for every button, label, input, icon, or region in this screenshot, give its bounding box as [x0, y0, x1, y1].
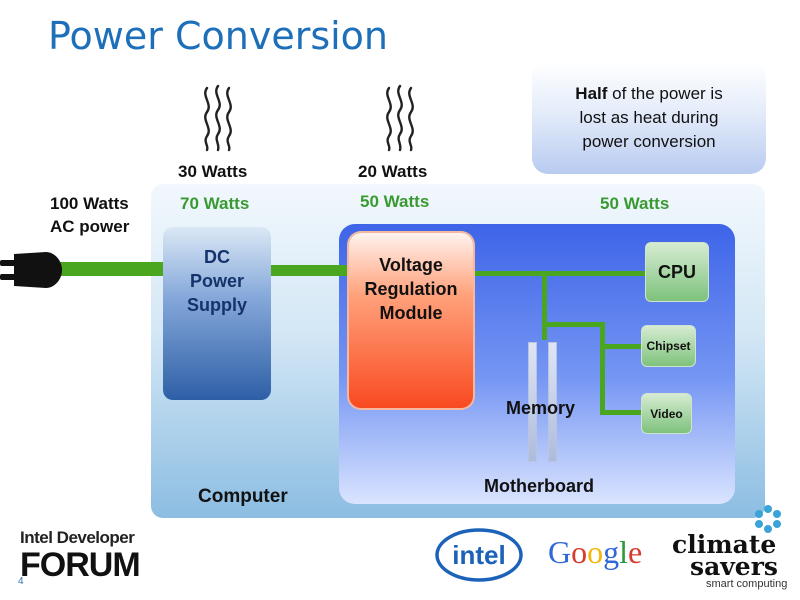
heat-waves-icon	[386, 84, 414, 152]
callout-line-1: Half of the power is	[575, 82, 722, 106]
memory-stick	[548, 342, 557, 462]
callout-line-3: power conversion	[582, 132, 716, 151]
google-letter: e	[628, 534, 643, 570]
intel-logo-text: intel	[452, 540, 505, 570]
input-watts: 100 Watts	[50, 194, 129, 213]
vrm-output-watts: 50 Watts	[360, 192, 430, 211]
google-letter: G	[548, 534, 572, 570]
power-plug-icon	[0, 252, 62, 288]
google-letter: o	[571, 534, 588, 570]
chipset-wire	[600, 344, 642, 349]
memory-label: Memory	[506, 398, 576, 418]
climate-savers-tagline: smart computing	[706, 578, 788, 590]
google-letter: l	[619, 534, 628, 570]
branch-vertical-wire	[600, 322, 605, 414]
climate-savers-line-2: savers	[690, 552, 778, 581]
dc-power-supply: DC Power Supply	[163, 227, 271, 400]
climate-savers-line-1: climate	[672, 530, 777, 559]
psu-label-line-2: Power	[189, 271, 245, 291]
page-title: Power Conversion	[48, 14, 389, 58]
idf-logo-line-1: Intel Developer	[20, 528, 135, 547]
climate-savers-snowflake-icon	[755, 505, 781, 533]
motherboard-label: Motherboard	[484, 476, 594, 496]
vrm-label-line-2: Regulation	[364, 279, 458, 299]
callout-line-1-rest: of the power is	[607, 84, 723, 103]
google-letter: o	[587, 534, 604, 570]
idf-logo-line-2: FORUM	[20, 546, 141, 584]
google-logo: Google	[548, 534, 642, 571]
memory-stick	[528, 342, 537, 462]
intel-logo: intel	[435, 528, 523, 582]
callout-line-2: lost as heat during	[579, 108, 719, 127]
psu-label-line-1: DC	[204, 247, 230, 267]
cpu-wire	[473, 271, 647, 276]
page-number: 4	[18, 576, 24, 587]
computer-label: Computer	[198, 486, 288, 507]
callout-bold: Half	[575, 84, 608, 103]
psu-loss-watts: 30 Watts	[178, 162, 248, 181]
chipset-chip: Chipset	[641, 325, 696, 367]
component-watts: 50 Watts	[600, 194, 670, 213]
video-chip: Video	[641, 393, 692, 434]
psu-label-line-3: Supply	[186, 295, 247, 315]
vrm-label-line-3: Module	[379, 303, 443, 323]
ac-power-cable	[58, 262, 165, 276]
vrm-label-line-1: Voltage	[379, 255, 443, 275]
voltage-regulation-module: Voltage Regulation Module	[349, 233, 473, 408]
heat-waves-icon	[204, 84, 232, 152]
video-wire	[600, 410, 642, 415]
trunk-wire	[542, 273, 547, 340]
heat-loss-callout: Half of the power is lost as heat during…	[532, 62, 766, 174]
cpu-chip: CPU	[645, 242, 709, 302]
google-letter: g	[603, 534, 620, 570]
psu-output-watts: 70 Watts	[180, 194, 250, 213]
branch-wire	[542, 322, 604, 327]
input-label: AC power	[50, 217, 130, 236]
dc-power-wire	[271, 265, 351, 276]
vrm-loss-watts: 20 Watts	[358, 162, 428, 181]
